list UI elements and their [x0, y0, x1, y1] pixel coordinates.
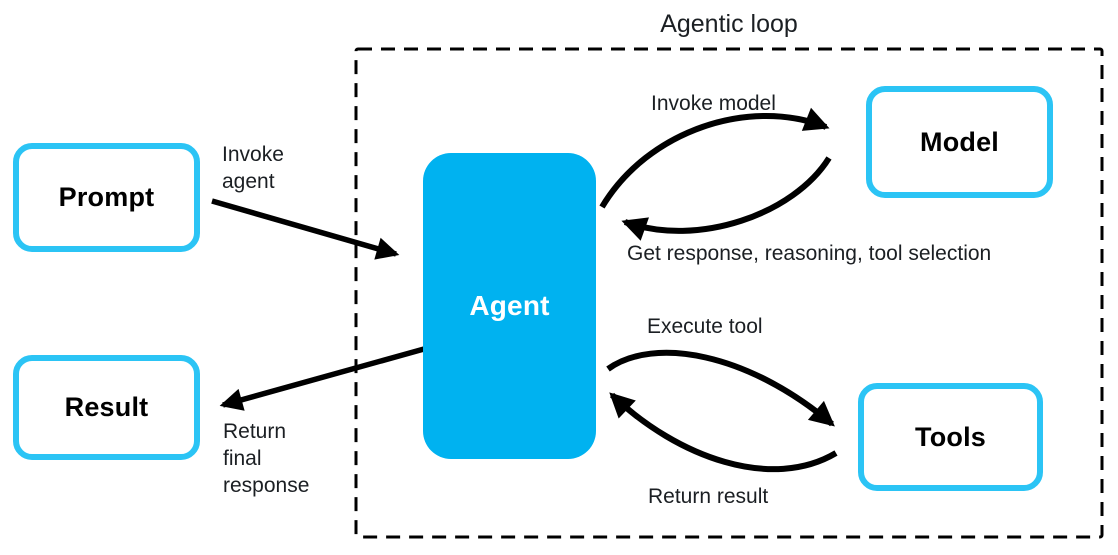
- invoke-agent-arrow: [211, 198, 400, 260]
- invoke-agent-label: Invoke agent: [222, 143, 284, 193]
- prompt-node: Prompt: [13, 143, 200, 252]
- execute-tool-arrow: [606, 349, 835, 427]
- return-result-arrow: [609, 392, 838, 473]
- invoke-model-arrow: [599, 107, 830, 209]
- get-response-arrow: [621, 156, 832, 241]
- return-result-label: Return result: [648, 485, 769, 508]
- tools-node: Tools: [858, 383, 1043, 491]
- return-final-response-arrow: [219, 346, 425, 411]
- model-node: Model: [866, 86, 1053, 198]
- return-final-response-label: Return final response: [223, 420, 310, 497]
- agent-node: Agent: [423, 153, 596, 459]
- diagram-title: Agentic loop: [660, 10, 798, 38]
- result-node: Result: [13, 355, 200, 460]
- invoke-model-label: Invoke model: [651, 92, 776, 115]
- agentic-loop-boundary: [354, 47, 1104, 539]
- get-response-label: Get response, reasoning, tool selection: [627, 242, 992, 265]
- execute-tool-label: Execute tool: [647, 315, 763, 338]
